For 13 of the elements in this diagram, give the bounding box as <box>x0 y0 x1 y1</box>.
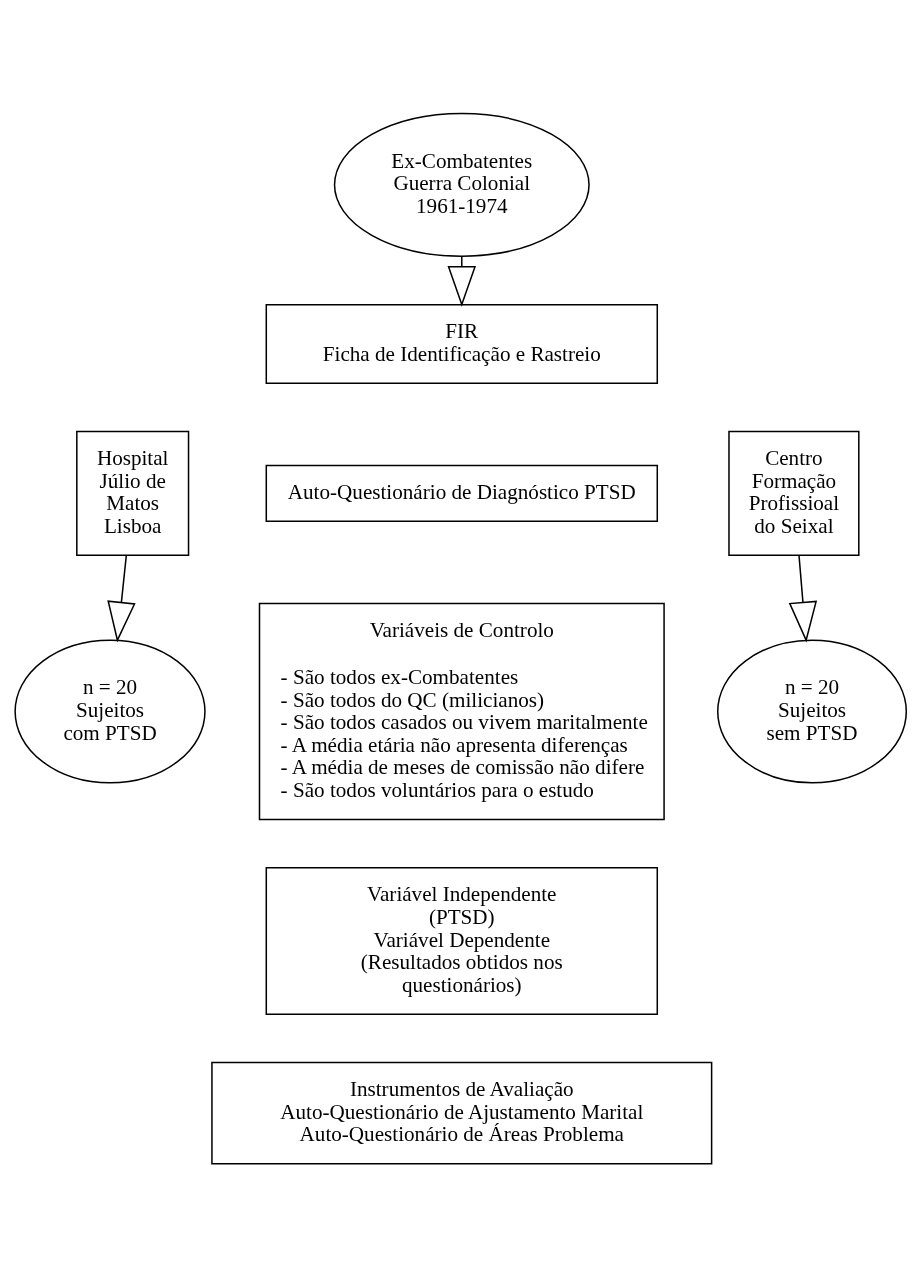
node-box: Variável Independente (PTSD) Variável Dependente (Resultados obtidos nos questionários) <box>265 866 658 1015</box>
node-box: Instrumentos de Avaliação Auto-Questionário de Ajustamento Marital Auto-Questionário de Áreas Problema <box>210 1061 712 1164</box>
arrow <box>788 554 817 642</box>
node-box: Auto-Questionário de Diagnóstico PTSD <box>265 464 658 522</box>
node-box: Hospital Júlio de Matos Lisboa <box>75 430 189 556</box>
node-ellipse: Ex-Combatentes Guerra Colonial 1961-1974 <box>333 112 590 257</box>
node-box: Variáveis de Controlo - São todos ex-Combatentes - São todos do QC (milicianos) - São todos casados ou vivem maritalmente - A média etária não apresenta diferenças - A média de meses de comissão não difere - São todos voluntários para o estudo <box>258 602 665 820</box>
arrow <box>106 554 136 642</box>
node-box: Centro Formação Profissioal do Seixal <box>727 430 860 556</box>
node-box: FIR Ficha de Identificação e Rastreio <box>265 303 658 384</box>
arrow <box>447 255 476 307</box>
node-ellipse: n = 20 Sujeitos sem PTSD <box>716 638 907 784</box>
node-ellipse: n = 20 Sujeitos com PTSD <box>13 638 206 784</box>
